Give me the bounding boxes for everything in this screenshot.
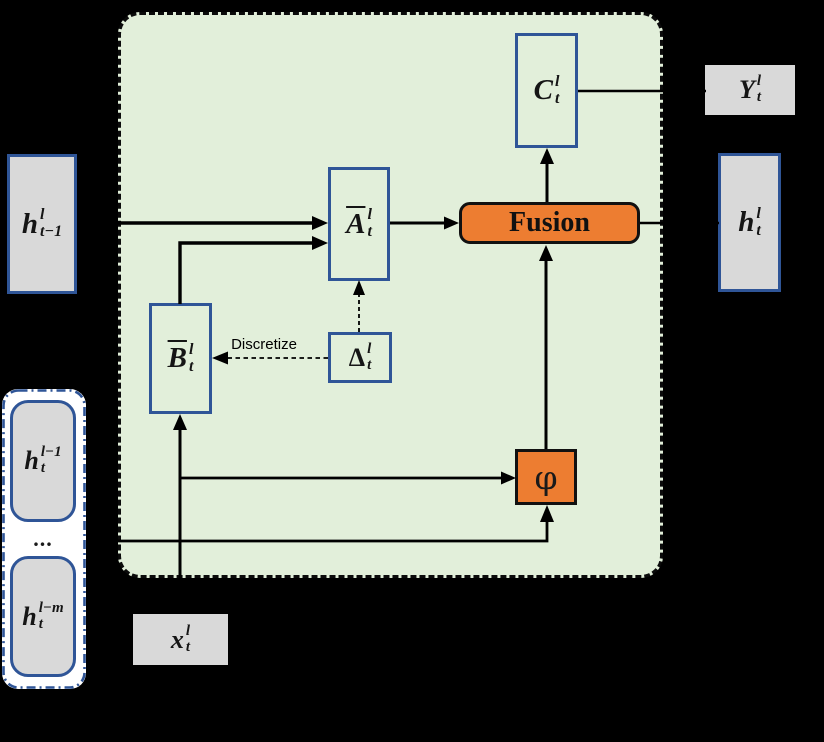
- c-sup: l: [554, 72, 560, 90]
- ellipsis: ...: [33, 526, 53, 551]
- x-in-sup: l: [185, 622, 191, 639]
- y-out-sub: t: [756, 89, 762, 105]
- h-layer-m-sup: l−m: [38, 599, 64, 616]
- h-out-sub: t: [756, 221, 761, 239]
- a-bar-sup: l: [367, 206, 372, 224]
- fusion-box: Fusion: [459, 202, 640, 244]
- delta-sub: t: [367, 356, 372, 373]
- h-out-box: h l t: [718, 153, 781, 292]
- y-out-base: Y: [738, 75, 755, 104]
- h-layer-prev-box: h l−1 t: [10, 400, 76, 522]
- delta-box: Δ l t: [328, 332, 392, 383]
- a-bar-box: A l t: [328, 167, 390, 281]
- y-out-box: Y l t: [705, 65, 795, 115]
- h-layer-m-box: h l−m t: [10, 556, 76, 677]
- h-out-sup: l: [756, 204, 761, 222]
- c-base: C: [533, 74, 553, 106]
- delta-base: Δ: [348, 342, 366, 372]
- h-out-label: h l t: [738, 204, 761, 240]
- h-layer-prev-base: h: [24, 446, 39, 475]
- y-out-label: Y l t: [738, 73, 762, 106]
- c-sub: t: [554, 89, 560, 107]
- a-bar-sub: t: [367, 223, 372, 240]
- b-bar-box: B l t: [149, 303, 212, 414]
- discretize-label: Discretize: [231, 336, 297, 353]
- h-prev-sub: t−1: [40, 223, 63, 240]
- h-layer-prev-label: h l−1 t: [24, 444, 62, 477]
- fusion-label: Fusion: [509, 207, 590, 238]
- b-bar-label: B l t: [167, 340, 194, 376]
- delta-label: Δ l t: [348, 340, 372, 374]
- h-layer-m-base: h: [22, 601, 37, 631]
- b-bar-sub: t: [188, 357, 194, 375]
- c-label: C l t: [533, 72, 560, 108]
- phi-label: φ: [534, 457, 558, 497]
- a-bar-label: A l t: [346, 206, 372, 241]
- h-layer-prev-sub: t: [40, 460, 46, 476]
- x-in-base: x: [170, 624, 184, 654]
- h-prev-base: h: [21, 207, 38, 240]
- b-bar-base: B: [167, 342, 187, 374]
- b-bar-sup: l: [188, 340, 194, 358]
- a-bar-base: A: [346, 207, 366, 240]
- h-out-base: h: [738, 206, 755, 238]
- h-layer-m-label: h l−m t: [22, 599, 64, 633]
- c-box: C l t: [515, 33, 578, 148]
- delta-sup: l: [367, 340, 372, 357]
- x-in-sub: t: [185, 638, 191, 655]
- h-layer-m-sub: t: [38, 615, 43, 632]
- h-prev-box: h l t−1: [7, 154, 77, 294]
- phi-box: φ: [515, 449, 577, 505]
- h-prev-label: h l t−1: [21, 206, 63, 241]
- h-prev-sup: l: [40, 206, 45, 224]
- y-out-sup: l: [756, 73, 762, 90]
- ssm-block-background: [118, 12, 663, 578]
- x-in-label: x l t: [170, 622, 191, 656]
- x-in-box: x l t: [133, 614, 228, 665]
- h-layer-prev-sup: l−1: [40, 444, 62, 461]
